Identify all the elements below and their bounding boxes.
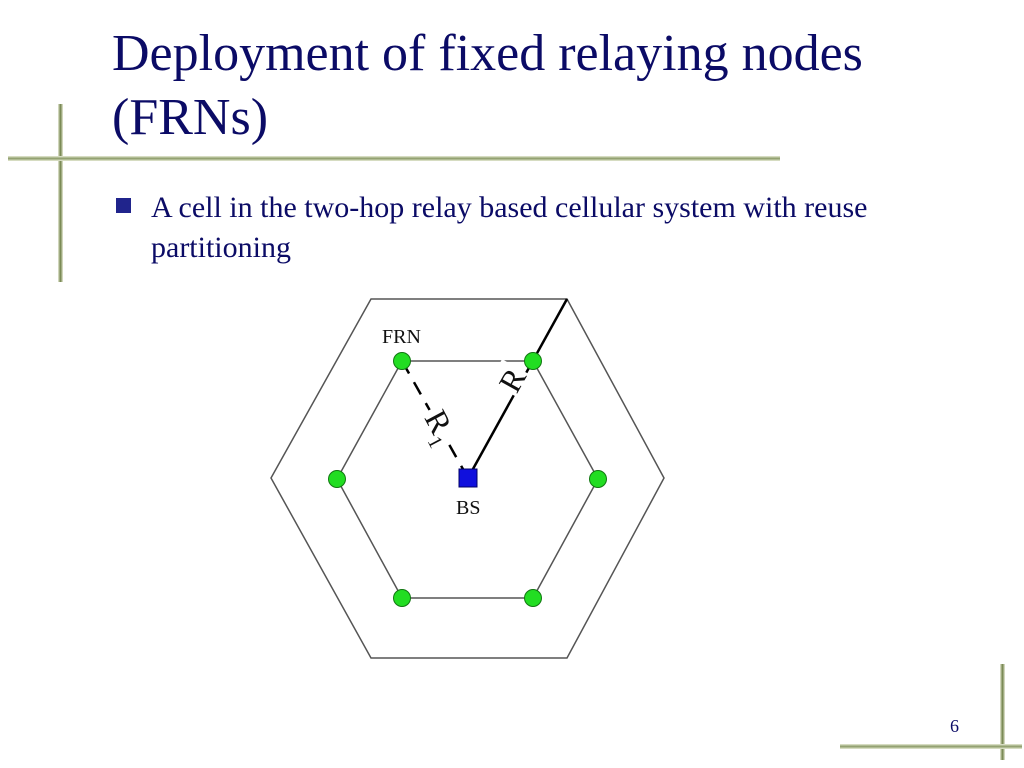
frn-node <box>393 352 411 370</box>
frn-node <box>328 470 346 488</box>
bs-label: BS <box>456 497 480 519</box>
title-decoration-horizontal <box>8 156 780 161</box>
bullet-item: A cell in the two-hop relay based cellul… <box>116 188 906 268</box>
frn-label: FRN <box>382 326 421 348</box>
corner-decoration-horizontal <box>840 744 1022 749</box>
frn-node <box>524 352 542 370</box>
frn-node <box>393 589 411 607</box>
bullet-text: A cell in the two-hop relay based cellul… <box>151 191 868 264</box>
frn-node <box>524 589 542 607</box>
corner-decoration-vertical <box>1000 664 1005 760</box>
bs-node <box>458 468 478 488</box>
slide-title: Deployment of fixed relaying nodes (FRNs… <box>112 25 863 146</box>
page-number: 6 <box>950 716 959 736</box>
bullet-square-icon <box>116 198 131 213</box>
frn-node <box>589 470 607 488</box>
title-decoration-vertical <box>58 104 63 282</box>
r1-label-group: R 1 <box>418 399 468 452</box>
